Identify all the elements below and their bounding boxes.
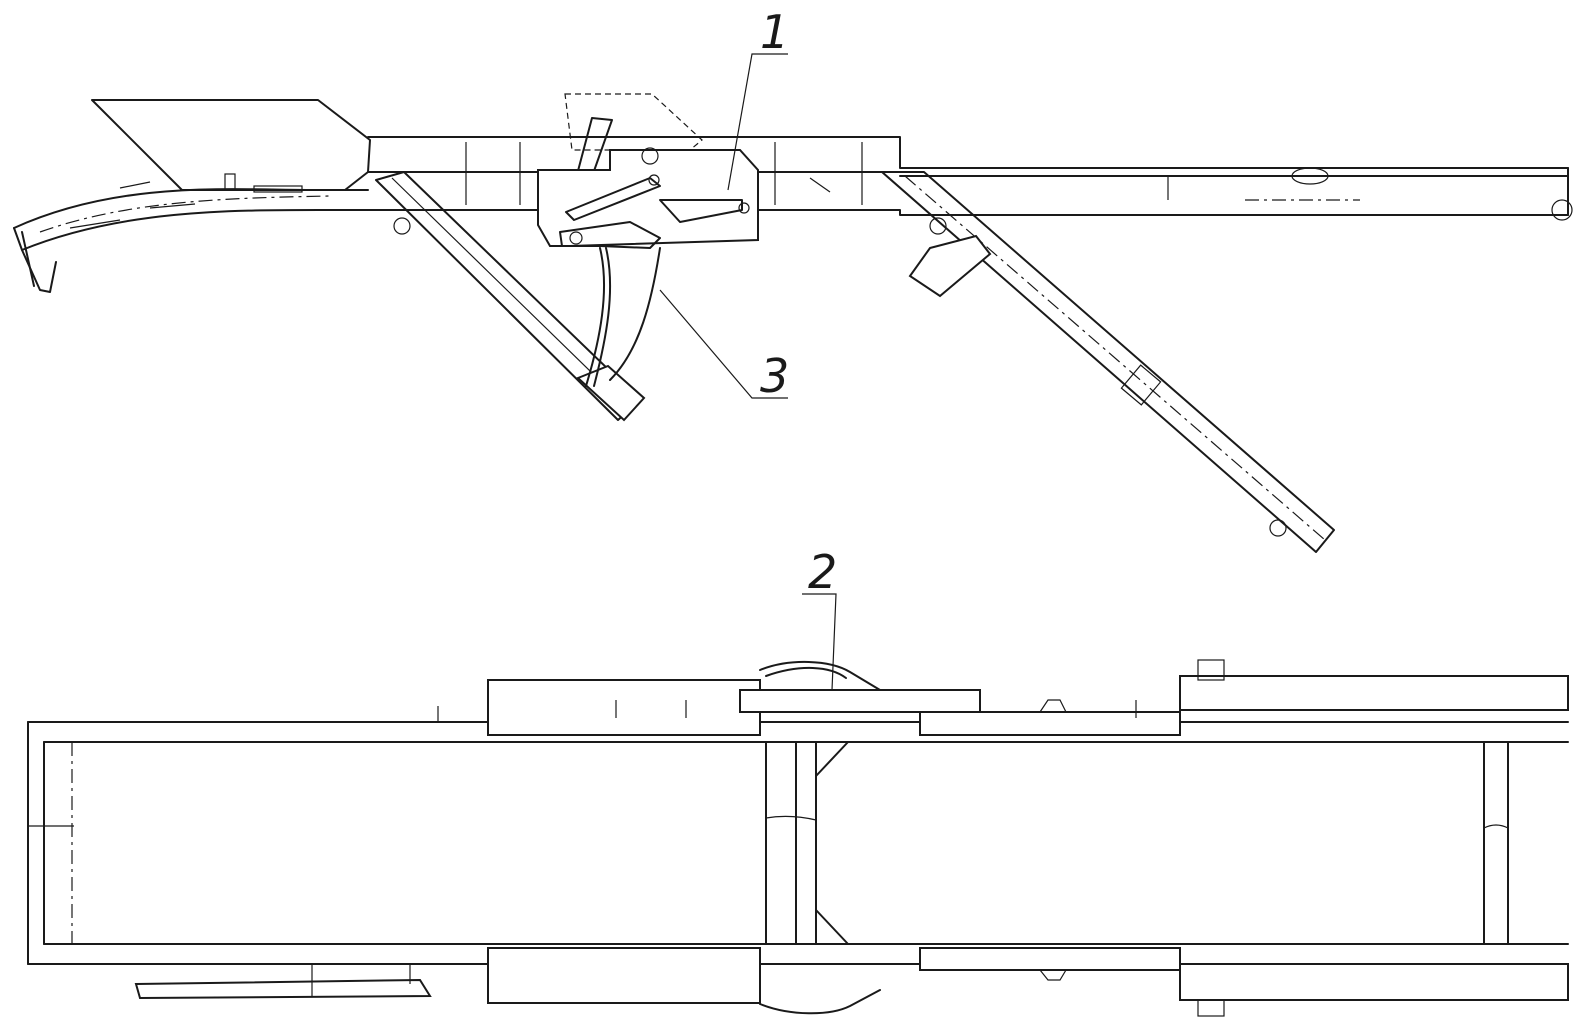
callout-1-label: 1 <box>760 5 789 59</box>
side-elevation-view: 1 3 <box>13 5 1573 553</box>
plan-view: 2 <box>27 545 1569 1017</box>
top-mechanism <box>437 659 1569 736</box>
hydraulic-hoses <box>585 247 661 387</box>
curved-ramp <box>13 173 369 293</box>
mechanism-plate <box>537 147 759 249</box>
callout-3: 3 <box>659 289 789 403</box>
frame-rails <box>27 721 1569 965</box>
deflector-plate <box>91 99 371 191</box>
callout-2: 2 <box>802 545 837 691</box>
left-diagonal-strut <box>375 171 646 422</box>
callout-2-label: 2 <box>808 545 837 599</box>
cross-members <box>765 741 1509 945</box>
bottom-mechanism <box>134 947 1569 1017</box>
right-diagonal-strut <box>881 171 1335 553</box>
callout-3-label: 3 <box>760 349 789 403</box>
callout-1: 1 <box>727 5 789 191</box>
